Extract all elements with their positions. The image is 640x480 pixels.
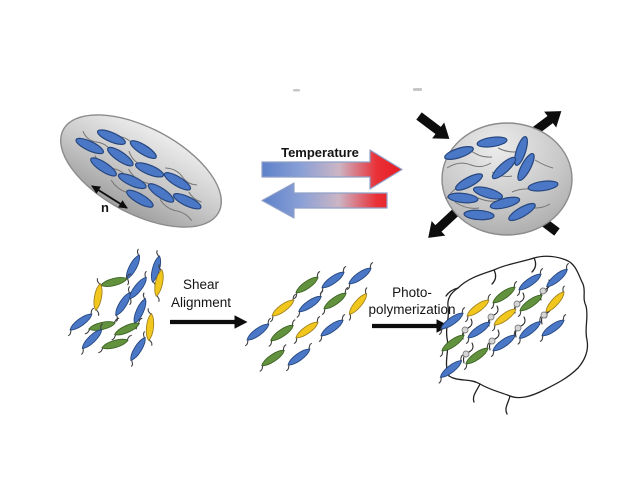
network-strands [445,255,589,415]
polymer-network-cluster [433,255,589,415]
photo-label-line1: Photo- [392,285,432,300]
heating-arrow-icon [261,149,403,190]
mesogen [342,262,378,290]
panel-processing: Shear Alignment Photo- polymerization [63,248,589,415]
crosslinker-bead [514,324,522,332]
contract-arrow-top-left-icon [412,108,456,147]
cooling-arrow-icon [261,182,388,219]
mesogen [96,334,134,354]
temperature-label: Temperature [281,145,359,160]
elastomer-body [441,122,573,236]
crop-artifact-mark [293,89,300,92]
crosslinker-bead [513,300,521,308]
crosslinker-bead [539,287,547,295]
aligned-elastomer-ellipse [60,114,222,228]
crosslinker-bead [488,337,496,345]
crosslinker-bead [461,326,469,334]
mesogen [292,290,328,318]
mesogen [264,319,300,347]
mesogen [433,354,469,384]
mesogen [143,308,157,346]
photopolymerization-step: Photo- polymerization [368,285,456,333]
crosslinker-bead [540,311,548,319]
shear-alignment-step: Shear Alignment [170,277,248,329]
unaligned-mesogen-cluster [63,248,167,367]
shear-label-line1: Shear [183,277,220,292]
mesogen [63,307,99,337]
mesogen [314,314,350,342]
panel-temperature-response: n Temperature [60,88,573,246]
crop-artifact-mark [413,88,422,91]
crosslinker-bead [487,313,495,321]
double-arrow-icon [91,185,128,209]
director-label: n [101,200,109,215]
aligned-mesogen-cluster [240,262,378,372]
crosslink-beads [461,287,548,358]
isotropic-elastomer-blob [412,103,573,246]
shear-label-line2: Alignment [171,295,231,310]
network-mesogens [433,263,574,384]
mesogen [317,287,353,315]
photo-label-line2: polymerization [368,302,455,317]
mesogen [315,266,351,294]
mesogen [281,342,317,372]
mesogen [240,317,276,347]
mesogen [540,263,574,293]
mesogen [255,344,291,372]
mesogen [83,317,121,335]
crosslinker-bead [462,350,470,358]
director-arrow: n [91,185,128,215]
temperature-arrows: Temperature [261,145,403,219]
mesogen [289,316,325,344]
